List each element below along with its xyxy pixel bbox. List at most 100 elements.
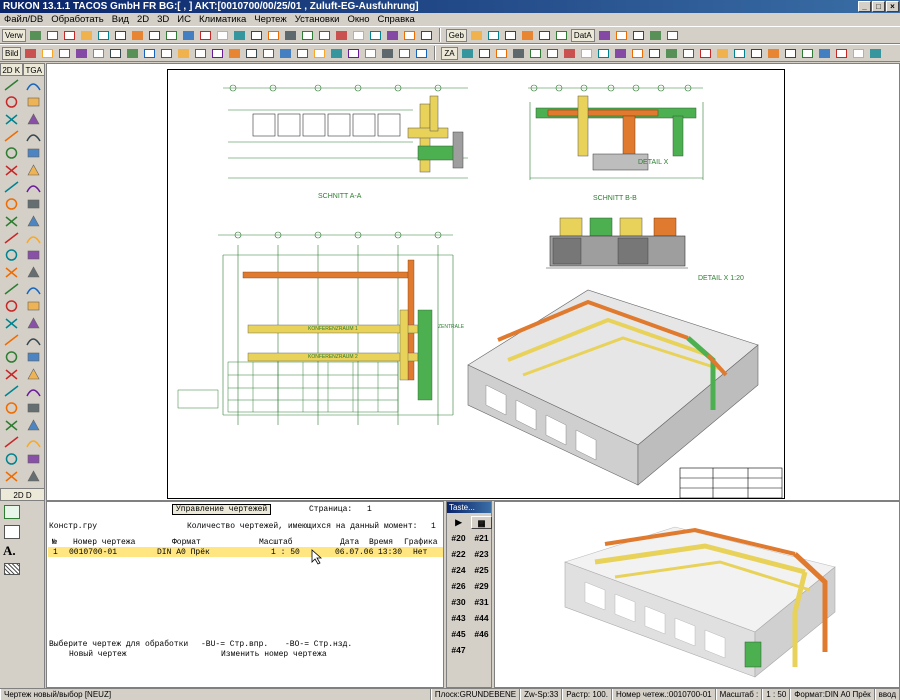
menu-is[interactable]: ИС xyxy=(177,14,191,25)
palette-tool-icon[interactable] xyxy=(2,162,21,177)
toolbar-tool-icon[interactable] xyxy=(545,47,560,60)
toolbar-tool-icon[interactable] xyxy=(800,47,815,60)
toolbar-tool-icon[interactable] xyxy=(783,47,798,60)
palette-tool-icon[interactable] xyxy=(24,247,43,262)
toolbar-tool-icon[interactable] xyxy=(596,47,611,60)
key-25[interactable]: #25 xyxy=(474,565,489,575)
menu-edit[interactable]: Обработать xyxy=(51,14,104,25)
toolbar-tool-icon[interactable] xyxy=(346,47,361,60)
toolbar-tool-icon[interactable] xyxy=(647,47,662,60)
toolbar-tool-icon[interactable] xyxy=(244,47,259,60)
toolbar-label-bild[interactable]: Bild xyxy=(2,46,22,60)
toolbar-tool-icon[interactable] xyxy=(295,47,310,60)
minimize-button[interactable]: _ xyxy=(858,1,871,12)
key-31[interactable]: #31 xyxy=(474,597,489,607)
palette-tool-icon[interactable] xyxy=(2,213,21,228)
toolbar-tool-icon[interactable] xyxy=(648,29,663,42)
palette-tab-tga[interactable]: TGA xyxy=(22,63,45,76)
toolbar-tool-icon[interactable] xyxy=(554,29,569,42)
table-row[interactable] xyxy=(48,547,443,557)
key-47[interactable]: #47 xyxy=(451,645,466,655)
palette-tool-icon[interactable] xyxy=(24,383,43,398)
toolbar-tool-icon[interactable] xyxy=(380,47,395,60)
toolbar-tool-icon[interactable] xyxy=(664,47,679,60)
toolbar-tool-icon[interactable] xyxy=(40,47,55,60)
palette-tool-icon[interactable] xyxy=(24,451,43,466)
toolbar-tool-icon[interactable] xyxy=(113,29,128,42)
key-44[interactable]: #44 xyxy=(474,613,489,623)
toolbar-tool-icon[interactable] xyxy=(74,47,89,60)
keys-grid-icon[interactable]: ▦ xyxy=(471,516,492,529)
palette-tool-icon[interactable] xyxy=(2,383,21,398)
palette-tab-2dk[interactable]: 2D K xyxy=(0,63,23,76)
palette-tool-icon[interactable] xyxy=(2,349,21,364)
close-button[interactable]: × xyxy=(886,1,899,12)
toolbar-tool-icon[interactable] xyxy=(486,29,501,42)
toolbar-tool-icon[interactable] xyxy=(210,47,225,60)
palette-tool-icon[interactable] xyxy=(24,281,43,296)
maximize-button[interactable]: □ xyxy=(872,1,885,12)
menu-drawing[interactable]: Чертеж xyxy=(254,14,287,25)
toolbar-tool-icon[interactable] xyxy=(125,47,140,60)
toolbar-tool-icon[interactable] xyxy=(164,29,179,42)
palette-tool-icon[interactable] xyxy=(24,417,43,432)
palette-tool-icon[interactable] xyxy=(2,417,21,432)
toolbar-tool-icon[interactable] xyxy=(142,47,157,60)
palette-tool-icon[interactable] xyxy=(2,451,21,466)
key-29[interactable]: #29 xyxy=(474,581,489,591)
palette-tool-icon[interactable] xyxy=(2,468,21,483)
toolbar-tool-icon[interactable] xyxy=(528,47,543,60)
toolbar-tool-icon[interactable] xyxy=(130,29,145,42)
toolbar-tool-icon[interactable] xyxy=(834,47,849,60)
toolbar-tool-icon[interactable] xyxy=(232,29,247,42)
toolbar-tool-icon[interactable] xyxy=(766,47,781,60)
toolbar-tool-icon[interactable] xyxy=(494,47,509,60)
palette-tool-icon[interactable] xyxy=(24,434,43,449)
toolbar-tool-icon[interactable] xyxy=(477,47,492,60)
palette-tool-icon[interactable] xyxy=(24,315,43,330)
toolbar-tool-icon[interactable] xyxy=(261,47,276,60)
key-20[interactable]: #20 xyxy=(451,533,466,543)
toolbar-tool-icon[interactable] xyxy=(681,47,696,60)
toolbar-tool-icon[interactable] xyxy=(363,47,378,60)
toolbar-tool-icon[interactable] xyxy=(62,29,77,42)
palette-tool-icon[interactable] xyxy=(2,332,21,347)
toolbar-tool-icon[interactable] xyxy=(460,47,475,60)
palette-tool-icon[interactable] xyxy=(24,332,43,347)
key-21[interactable]: #21 xyxy=(474,533,489,543)
toolbar-tool-icon[interactable] xyxy=(511,47,526,60)
toolbar-tool-icon[interactable] xyxy=(402,29,417,42)
toolbar-tool-icon[interactable] xyxy=(249,29,264,42)
toolbar-tool-icon[interactable] xyxy=(368,29,383,42)
palette-tool-icon[interactable] xyxy=(24,145,43,160)
palette-tool-icon[interactable] xyxy=(2,315,21,330)
hatch-tool-icon[interactable] xyxy=(4,563,20,575)
palette-tool-icon[interactable] xyxy=(24,468,43,483)
toolbar-label-verw[interactable]: Verw xyxy=(2,28,26,42)
toolbar-tool-icon[interactable] xyxy=(215,29,230,42)
toolbar-tool-icon[interactable] xyxy=(631,29,646,42)
palette-tool-icon[interactable] xyxy=(24,111,43,126)
palette-tool-icon[interactable] xyxy=(24,128,43,143)
palette-tool-icon[interactable] xyxy=(24,366,43,381)
palette-tool-icon[interactable] xyxy=(2,264,21,279)
toolbar-tool-icon[interactable] xyxy=(351,29,366,42)
toolbar-tool-icon[interactable] xyxy=(503,29,518,42)
toolbar-tool-icon[interactable] xyxy=(385,29,400,42)
palette-tool-icon[interactable] xyxy=(2,77,21,92)
toolbar-tool-icon[interactable] xyxy=(147,29,162,42)
toolbar-tool-icon[interactable] xyxy=(23,47,38,60)
palette-tool-icon[interactable] xyxy=(2,111,21,126)
toolbar-label-data[interactable]: DatA xyxy=(570,28,595,42)
menu-settings[interactable]: Установки xyxy=(294,14,340,25)
toolbar-tool-icon[interactable] xyxy=(91,47,106,60)
key-46[interactable]: #46 xyxy=(474,629,489,639)
palette-tool-icon[interactable] xyxy=(2,196,21,211)
menu-climate[interactable]: Климатика xyxy=(198,14,247,25)
palette-tool-icon[interactable] xyxy=(24,264,43,279)
toolbar-tool-icon[interactable] xyxy=(579,47,594,60)
frame-tool-icon[interactable] xyxy=(4,525,20,539)
toolbar-tool-icon[interactable] xyxy=(198,29,213,42)
toolbar-tool-icon[interactable] xyxy=(732,47,747,60)
change-number-button[interactable]: Изменить номер чертежа xyxy=(221,650,327,659)
